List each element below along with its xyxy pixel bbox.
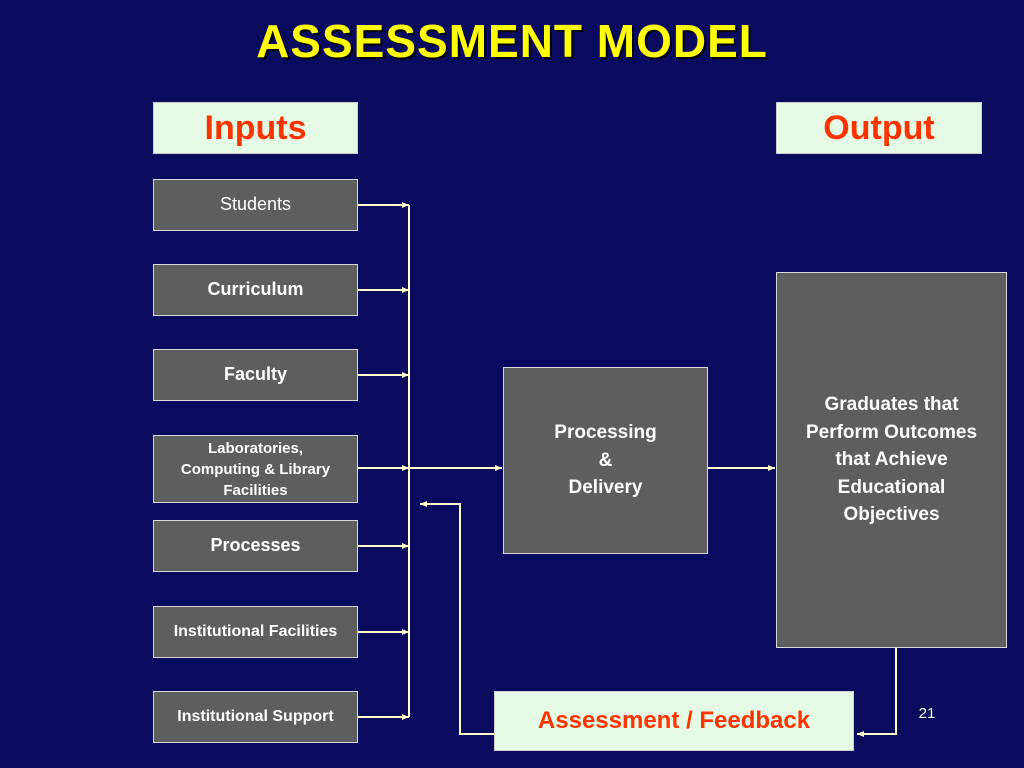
input-institutional-support: Institutional Support <box>153 691 358 743</box>
input-faculty-label: Faculty <box>223 364 288 385</box>
input-students-label: Students <box>219 194 292 215</box>
input-laboratories-label-line1: Laboratories, <box>207 439 304 457</box>
input-institutional-facilities-label: Institutional Facilities <box>173 623 338 641</box>
input-curriculum: Curriculum <box>153 264 358 316</box>
output-line-2: Perform Outcomes <box>805 421 978 443</box>
arrow-feedback-to-inputs <box>420 501 494 735</box>
output-header: Output <box>776 102 982 154</box>
input-institutional-facilities: Institutional Facilities <box>153 606 358 658</box>
input-laboratories-label-line3: Facilities <box>223 481 288 499</box>
output-line-1: Graduates that <box>824 394 959 416</box>
output-line-5: Objectives <box>843 504 940 526</box>
graduates-outcome-box: Graduates that Perform Outcomes that Ach… <box>776 272 1007 648</box>
processing-delivery-box: Processing & Delivery <box>503 367 708 554</box>
arrow-output-to-feedback <box>857 648 897 737</box>
input-faculty: Faculty <box>153 349 358 401</box>
input-processes-label: Processes <box>210 535 301 556</box>
process-line-1: Processing <box>554 422 657 444</box>
slide-title: ASSESSMENT MODEL <box>256 15 768 67</box>
input-processes: Processes <box>153 520 358 572</box>
page-number: 21 <box>918 705 936 722</box>
process-line-3: Delivery <box>568 477 643 499</box>
inputs-header: Inputs <box>153 102 358 154</box>
process-line-2: & <box>598 449 613 471</box>
output-line-3: that Achieve <box>835 449 948 471</box>
output-line-4: Educational <box>837 476 946 498</box>
input-laboratories-label-line2: Computing & Library <box>180 460 331 478</box>
assessment-feedback-box: Assessment / Feedback <box>494 691 854 751</box>
input-curriculum-label: Curriculum <box>207 279 304 300</box>
input-laboratories: Laboratories, Computing & Library Facili… <box>153 435 358 503</box>
input-institutional-support-label: Institutional Support <box>177 708 334 726</box>
input-students: Students <box>153 179 358 231</box>
